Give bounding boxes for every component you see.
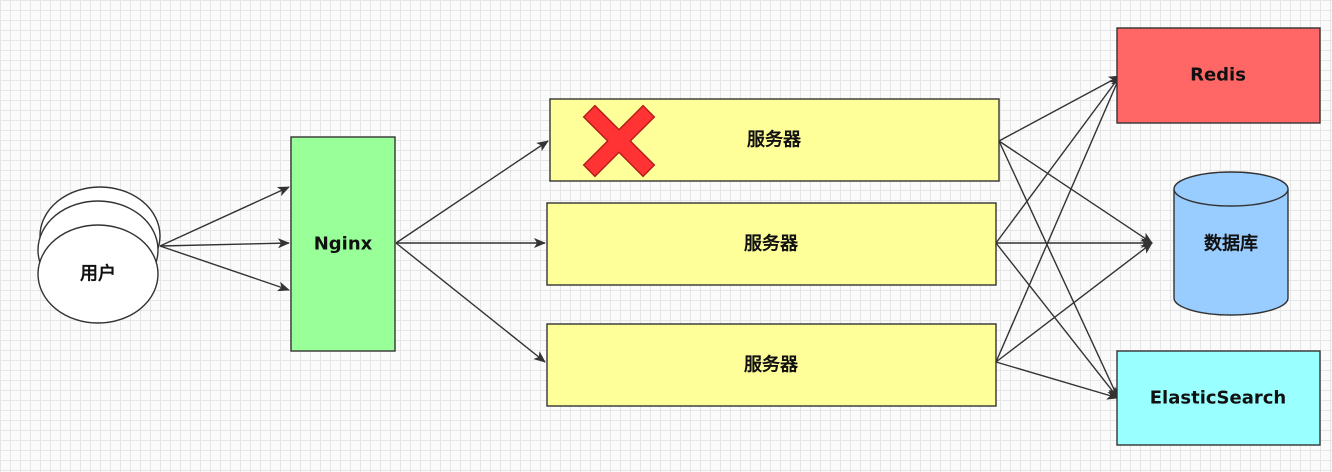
- edge-server-3-redis: [995, 75, 1121, 363]
- redis-label: Redis: [1190, 65, 1246, 86]
- server-1-node: 服务器: [549, 98, 1000, 182]
- edge-server-1-redis: [998, 75, 1121, 142]
- edge-user-nginx-mid: [159, 238, 290, 249]
- edge-user-nginx-top: [159, 186, 290, 247]
- edge-nginx-server-3: [395, 242, 546, 363]
- server-3-label: 服务器: [744, 354, 799, 376]
- cross-icon: [582, 104, 656, 178]
- edge-server-3-database: [995, 242, 1153, 363]
- redis-node: Redis: [1116, 27, 1321, 124]
- elasticsearch-label: ElasticSearch: [1150, 388, 1286, 409]
- database-node: 数据库: [1173, 171, 1289, 316]
- edge-server-1-elasticsearch: [998, 140, 1119, 399]
- edge-server-3-elasticsearch: [995, 361, 1119, 400]
- edge-nginx-server-1: [395, 140, 549, 244]
- edge-server-2-elasticsearch: [995, 242, 1119, 399]
- server-1-label: 服务器: [747, 129, 802, 151]
- server-3-node: 服务器: [546, 323, 997, 407]
- nginx-node: Nginx: [290, 136, 396, 352]
- database-label: 数据库: [1204, 233, 1258, 255]
- server-2-label: 服务器: [744, 233, 799, 255]
- edge-server-2-redis: [995, 75, 1121, 244]
- edge-user-nginx-bottom: [159, 245, 290, 292]
- nginx-label: Nginx: [314, 234, 373, 255]
- user-label: 用户: [80, 263, 116, 285]
- server-2-node: 服务器: [546, 202, 997, 286]
- edges: [159, 75, 1153, 400]
- elasticsearch-node: ElasticSearch: [1116, 350, 1321, 446]
- user-node: 用户: [37, 186, 161, 324]
- edge-server-1-database: [998, 140, 1153, 244]
